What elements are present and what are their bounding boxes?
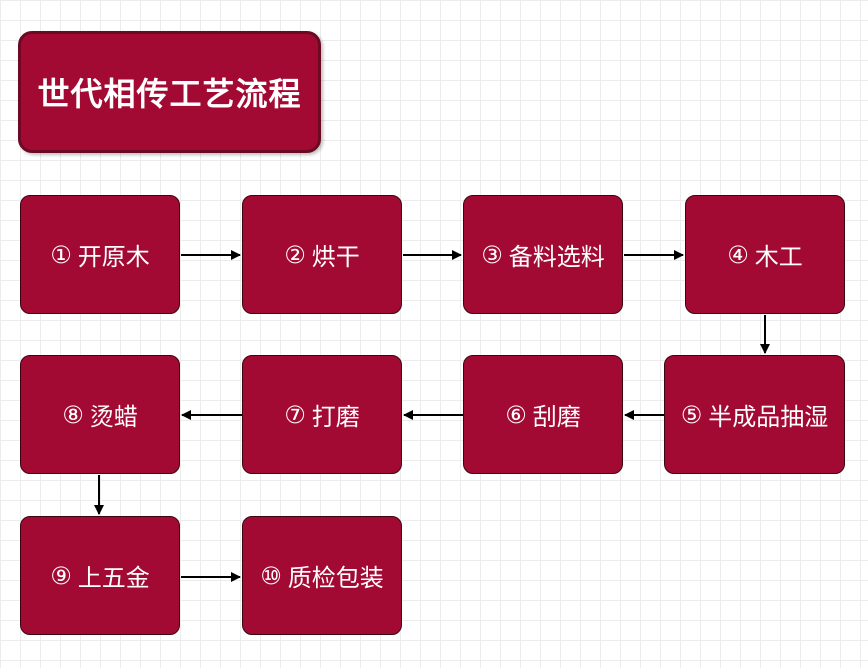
step-number: ⑦ [284,400,306,429]
step-9-hardware: ⑨ 上五金 [20,516,180,635]
step-1-open-logs: ① 开原木 [20,195,180,314]
step-3-material-selection: ③ 备料选料 [463,195,623,314]
step-6-scraping: ⑥ 刮磨 [463,355,623,474]
step-label: 烫蜡 [89,403,138,431]
step-label: 打磨 [311,403,360,431]
step-label: 刮磨 [532,403,581,431]
step-label: 备料选料 [508,243,605,271]
step-7-sanding: ⑦ 打磨 [242,355,402,474]
step-label: 烘干 [311,243,360,271]
step-number: ⑧ [62,400,84,429]
step-number: ⑤ [680,400,703,429]
step-2-drying: ② 烘干 [242,195,402,314]
step-label: 半成品抽湿 [708,403,829,431]
step-number: ② [284,240,306,269]
step-5-dehumidify: ⑤ 半成品抽湿 [664,355,845,474]
step-number: ⑩ [260,561,282,590]
step-number: ⑥ [505,400,527,429]
step-10-inspection-packing: ⑩ 质检包装 [242,516,402,635]
step-label: 上五金 [77,564,150,592]
step-number: ③ [481,240,503,269]
step-label: 开原木 [77,243,150,271]
step-8-hot-waxing: ⑧ 烫蜡 [20,355,180,474]
step-4-woodwork: ④ 木工 [685,195,845,314]
step-label: 木工 [754,243,803,271]
step-number: ⑨ [50,561,72,590]
diagram-title: 世代相传工艺流程 [18,31,321,153]
step-label: 质检包装 [287,564,384,592]
step-number: ① [50,240,72,269]
step-number: ④ [727,240,749,269]
